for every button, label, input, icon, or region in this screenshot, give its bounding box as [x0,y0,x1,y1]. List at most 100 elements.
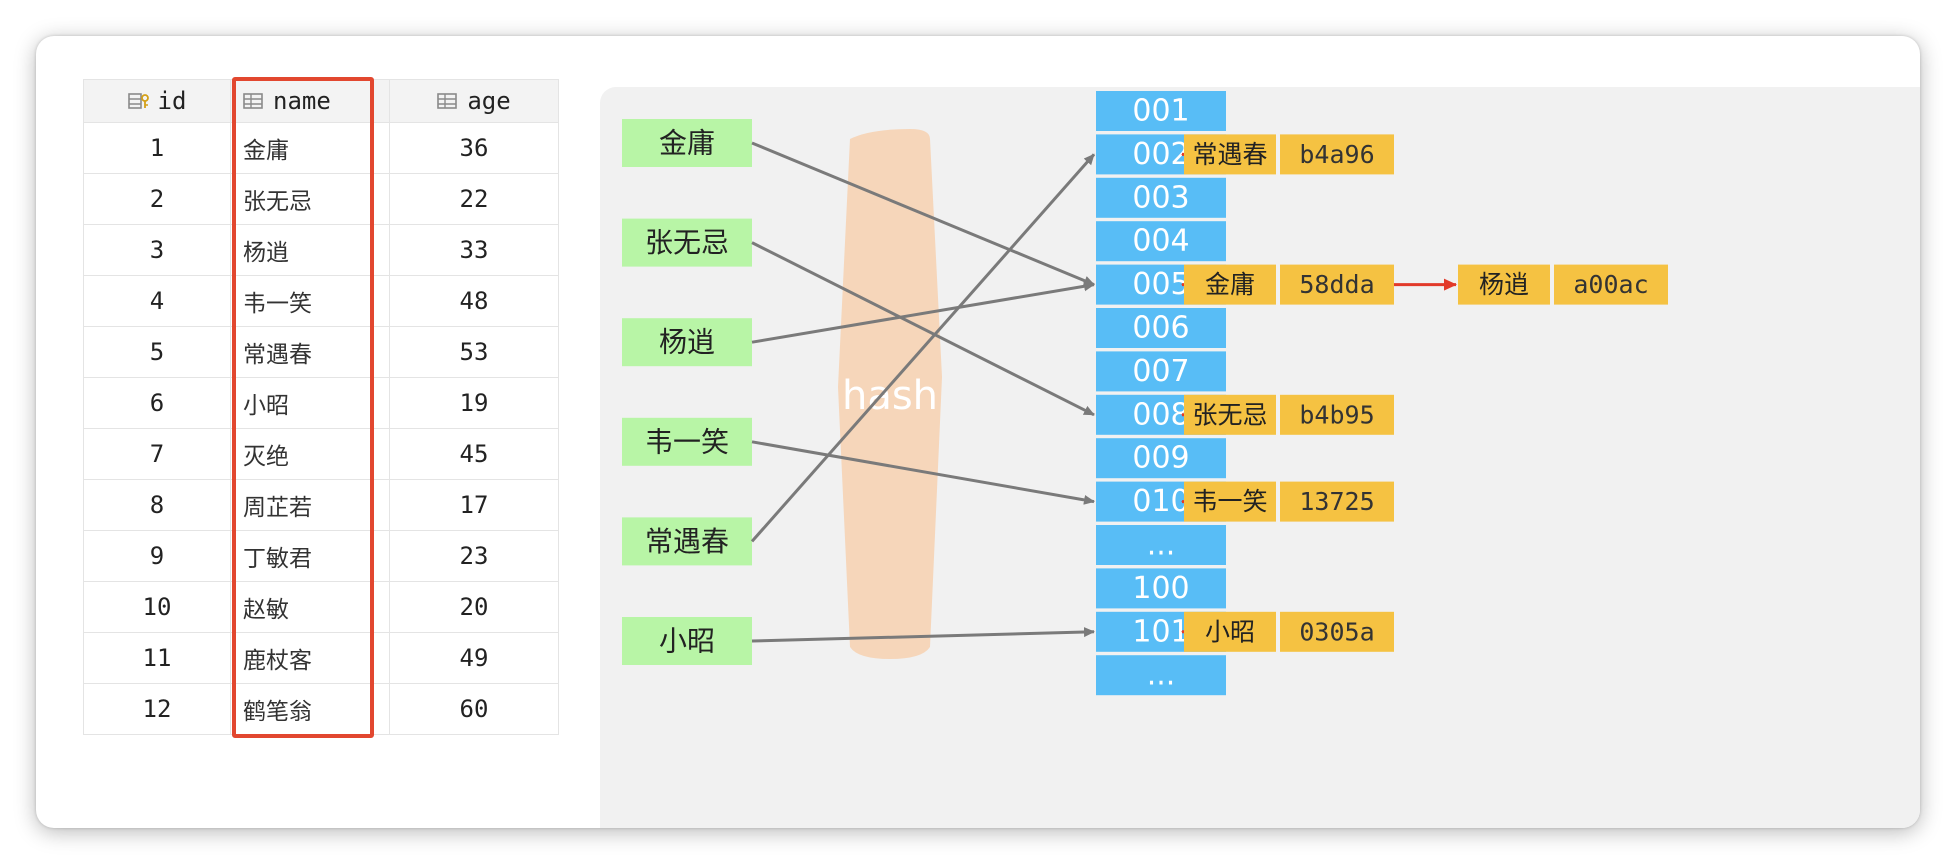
cell-id[interactable]: 11 [83,632,231,684]
chain-node-name-cell[interactable] [1184,134,1276,175]
hash-bucket-label: 100 [1132,571,1189,606]
cell-id[interactable]: 2 [83,173,231,225]
key-box[interactable] [622,318,752,367]
chain-node-hash: 0305a [1299,617,1374,646]
column-header-name[interactable]: name [230,79,390,123]
key-box[interactable] [622,119,752,167]
hash-bucket[interactable] [1096,525,1226,565]
hash-mapping-arrow [751,440,1095,505]
cell-age[interactable]: 17 [389,479,559,531]
cell-age[interactable]: 53 [389,326,559,378]
hash-bucket-label: 007 [1132,354,1189,389]
cell-name[interactable]: 常遇春 [230,326,390,378]
cell-name[interactable]: 鹤笔翁 [230,683,390,735]
key-box[interactable] [622,218,752,267]
chain-node-name: 常遇春 [1192,140,1267,169]
hash-bucket-label: 005 [1132,267,1189,302]
key-label: 金庸 [659,127,715,160]
hash-mapping-arrow [751,241,1095,417]
cell-name[interactable]: 赵敏 [230,581,390,633]
hash-bucket-label: ... [1147,528,1176,563]
hash-bucket-label: 003 [1132,180,1189,215]
chain-node-name-cell[interactable] [1458,264,1550,305]
hash-bucket[interactable] [1096,221,1226,262]
cell-name[interactable]: 小昭 [230,377,390,429]
hash-bucket-label: 008 [1132,397,1189,432]
hash-bucket[interactable] [1096,308,1226,348]
cell-age[interactable]: 48 [389,275,559,327]
cell-age[interactable]: 36 [389,122,559,174]
hash-bucket[interactable] [1096,568,1226,609]
cell-name[interactable]: 丁敏君 [230,530,390,582]
cell-id[interactable]: 5 [83,326,231,378]
cell-age[interactable]: 19 [389,377,559,429]
cell-age[interactable]: 22 [389,173,559,225]
primary-key-column-icon [127,92,149,109]
cell-id[interactable]: 12 [83,683,231,735]
chain-node-hash: 58dda [1299,270,1374,299]
cell-id[interactable]: 4 [83,275,231,327]
cell-name[interactable]: 周芷若 [230,479,390,531]
chain-node-name-cell[interactable] [1184,611,1276,652]
cell-name[interactable]: 鹿杖客 [230,632,390,684]
chain-node-name-cell[interactable] [1184,264,1276,305]
column-header-age[interactable]: age [389,79,559,123]
chain-node-hash: a00ac [1573,270,1648,299]
chain-node-hash-cell[interactable] [1280,611,1394,652]
hash-bucket[interactable] [1096,177,1226,218]
cell-age[interactable]: 60 [389,683,559,735]
chain-node-hash-cell[interactable] [1280,134,1394,175]
table-header-row: id name [83,79,559,123]
key-label: 杨逍 [659,326,715,359]
hash-function-label: hash [842,373,938,419]
cell-id[interactable]: 6 [83,377,231,429]
key-box[interactable] [622,517,752,566]
cell-age[interactable]: 23 [389,530,559,582]
cell-age[interactable]: 20 [389,581,559,633]
cell-id[interactable]: 9 [83,530,231,582]
users-table: id name [83,79,559,735]
cell-age[interactable]: 49 [389,632,559,684]
hash-bucket[interactable] [1096,438,1226,479]
cell-id[interactable]: 3 [83,224,231,276]
cell-id[interactable]: 1 [83,122,231,174]
cell-name[interactable]: 张无忌 [230,173,390,225]
cell-name[interactable]: 杨逍 [230,224,390,276]
cell-id[interactable]: 8 [83,479,231,531]
cell-age[interactable]: 45 [389,428,559,480]
chain-node-hash-cell[interactable] [1554,264,1668,305]
chain-node-hash-cell[interactable] [1280,481,1394,522]
cell-name[interactable]: 灭绝 [230,428,390,480]
cell-id[interactable]: 7 [83,428,231,480]
hash-bucket-label: 004 [1132,224,1189,259]
cell-age[interactable]: 33 [389,224,559,276]
key-box[interactable] [622,417,752,466]
hash-bucket-label: 010 [1132,484,1189,519]
column-header-id[interactable]: id [83,79,231,123]
chain-node-hash-cell[interactable] [1280,264,1394,305]
chain-node-name: 杨逍 [1479,270,1529,299]
hash-bucket[interactable] [1096,655,1226,696]
cell-name[interactable]: 金庸 [230,122,390,174]
key-box[interactable] [622,617,752,665]
chain-node-hash-cell[interactable] [1280,394,1394,435]
chain-node-name-cell[interactable] [1184,394,1276,435]
hash-bucket[interactable] [1096,91,1226,131]
hash-bucket[interactable] [1096,351,1226,392]
cell-name[interactable]: 韦一笑 [230,275,390,327]
chain-node-name-cell[interactable] [1184,481,1276,522]
cell-id[interactable]: 10 [83,581,231,633]
